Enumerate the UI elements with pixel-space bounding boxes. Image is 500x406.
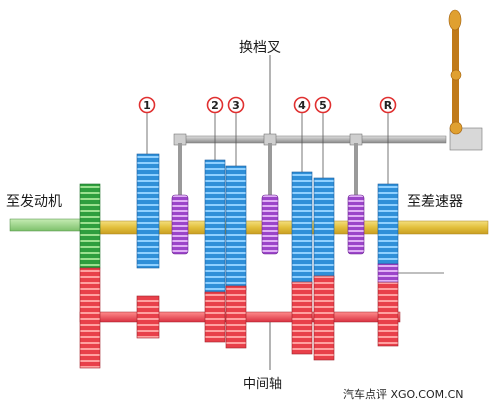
synchronizer-3-4	[261, 194, 279, 255]
gear-3-main	[225, 165, 247, 291]
gear-marker-2: 2	[206, 96, 224, 114]
to-engine-label: 至发动机	[6, 194, 62, 210]
watermark-text: 汽车点评 XGO.COM.CN	[343, 388, 464, 401]
gear-r-counter	[377, 281, 399, 347]
countershaft-drive-gear	[79, 267, 101, 369]
synchronizer-1-2	[171, 194, 189, 255]
shift-fork-label: 换档叉	[239, 40, 281, 56]
gear-marker-r: R	[379, 96, 397, 114]
countershaft-label: 中间轴	[243, 377, 283, 392]
gear-2-main	[204, 159, 226, 295]
gear-marker-3: 3	[227, 96, 245, 114]
gear-marker-4: 4	[293, 96, 311, 114]
svg-text:3: 3	[232, 99, 240, 112]
svg-text:5: 5	[319, 99, 327, 112]
gear-5-counter	[313, 275, 335, 361]
input-gear	[79, 183, 101, 269]
gear-1-main	[136, 153, 160, 269]
shift-lever	[448, 9, 483, 151]
svg-text:4: 4	[298, 99, 306, 112]
gear-marker-5: 5	[314, 96, 332, 114]
svg-text:R: R	[384, 99, 393, 112]
gear-3-counter	[225, 285, 247, 349]
gear-marker-1: 1	[138, 96, 156, 114]
gear-2-counter	[204, 291, 226, 343]
gear-1-counter	[136, 295, 160, 339]
input-shaft	[9, 218, 89, 232]
gear-r-main	[377, 183, 399, 265]
svg-text:1: 1	[143, 99, 151, 112]
svg-text:2: 2	[211, 99, 219, 112]
gear-5-main	[313, 177, 335, 281]
shift-rail	[173, 133, 447, 195]
reverse-idler	[377, 263, 444, 283]
gear-4-counter	[291, 281, 313, 355]
to-differential-label: 至差速器	[407, 194, 463, 210]
synchronizer-5-r	[347, 194, 365, 255]
gear-4-main	[291, 171, 313, 285]
